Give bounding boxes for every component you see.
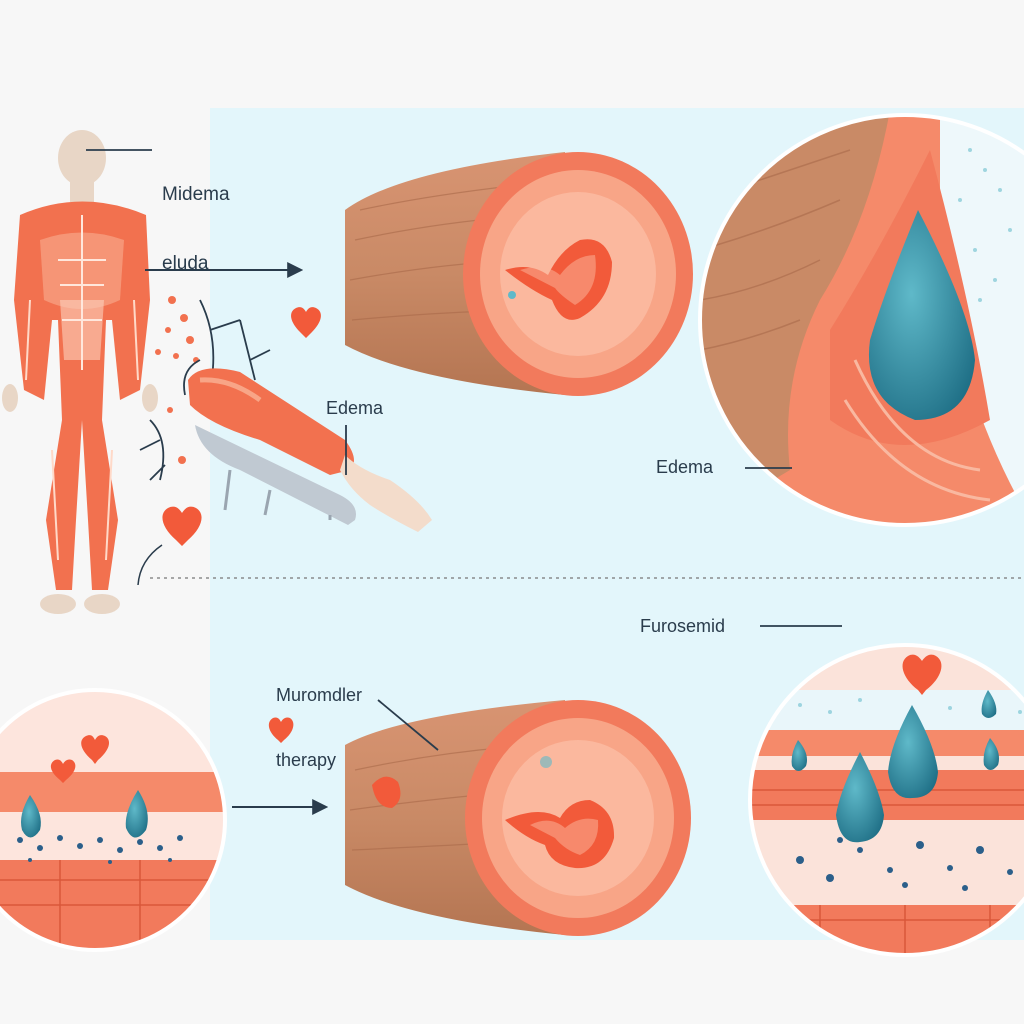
body-label-line-1: Midema bbox=[162, 183, 230, 205]
leg-edema-label: Edema bbox=[326, 398, 384, 418]
zoom-edema-label: Edema bbox=[656, 457, 714, 477]
heart-icon bbox=[50, 759, 76, 783]
therapy-label-line-1: Muromdler bbox=[276, 685, 363, 706]
heart-callout-line bbox=[137, 544, 163, 586]
tissue-cross-section-top bbox=[345, 152, 693, 396]
therapy-label-line-2: therapy bbox=[276, 750, 337, 771]
therapy-label: Muromdler therapy bbox=[276, 644, 362, 792]
heart-icon bbox=[291, 307, 321, 338]
heart-icon bbox=[81, 735, 110, 764]
human-body-figure bbox=[2, 130, 158, 614]
therapy-leader bbox=[377, 699, 439, 751]
leg-on-recliner bbox=[188, 368, 432, 532]
body-label: Midema eluda bbox=[162, 140, 230, 297]
body-label-line-2: eluda bbox=[162, 253, 209, 275]
zoom-circle-top bbox=[698, 113, 1024, 527]
heart-icon bbox=[268, 717, 294, 743]
tissue-circle-bottom-right bbox=[748, 643, 1024, 957]
tissue-cross-section-bottom bbox=[345, 700, 691, 936]
tissue-circle-bottom-left bbox=[0, 688, 227, 952]
furosemid-label: Furosemid bbox=[640, 616, 726, 636]
heart-icon bbox=[162, 506, 202, 546]
heart-icon bbox=[902, 654, 942, 695]
